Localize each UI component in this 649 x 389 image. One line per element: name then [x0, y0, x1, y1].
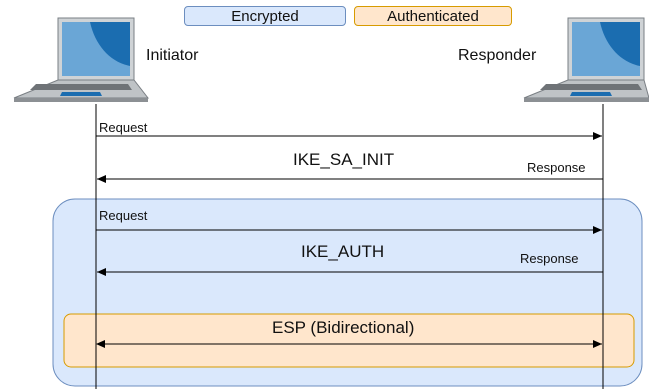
initiator-label: Initiator — [146, 47, 199, 64]
laptop-icon — [523, 17, 649, 102]
ike-auth-response-label: Response — [520, 251, 579, 266]
laptop-icon — [13, 17, 150, 102]
ike-auth-title: IKE_AUTH — [301, 242, 385, 261]
ike-sa-init-title: IKE_SA_INIT — [293, 150, 395, 169]
ike-sa-init-request-label: Request — [99, 120, 148, 135]
ike-sa-init-response-label: Response — [527, 160, 586, 175]
legend-authenticated-label: Authenticated — [387, 8, 479, 25]
legend-encrypted: Encrypted — [184, 6, 346, 26]
legend-encrypted-label: Encrypted — [231, 8, 299, 25]
responder-label: Responder — [458, 47, 537, 64]
esp-title: ESP (Bidirectional) — [272, 318, 415, 337]
ike-auth-request-label: Request — [99, 208, 148, 223]
legend-authenticated: Authenticated — [354, 6, 512, 26]
